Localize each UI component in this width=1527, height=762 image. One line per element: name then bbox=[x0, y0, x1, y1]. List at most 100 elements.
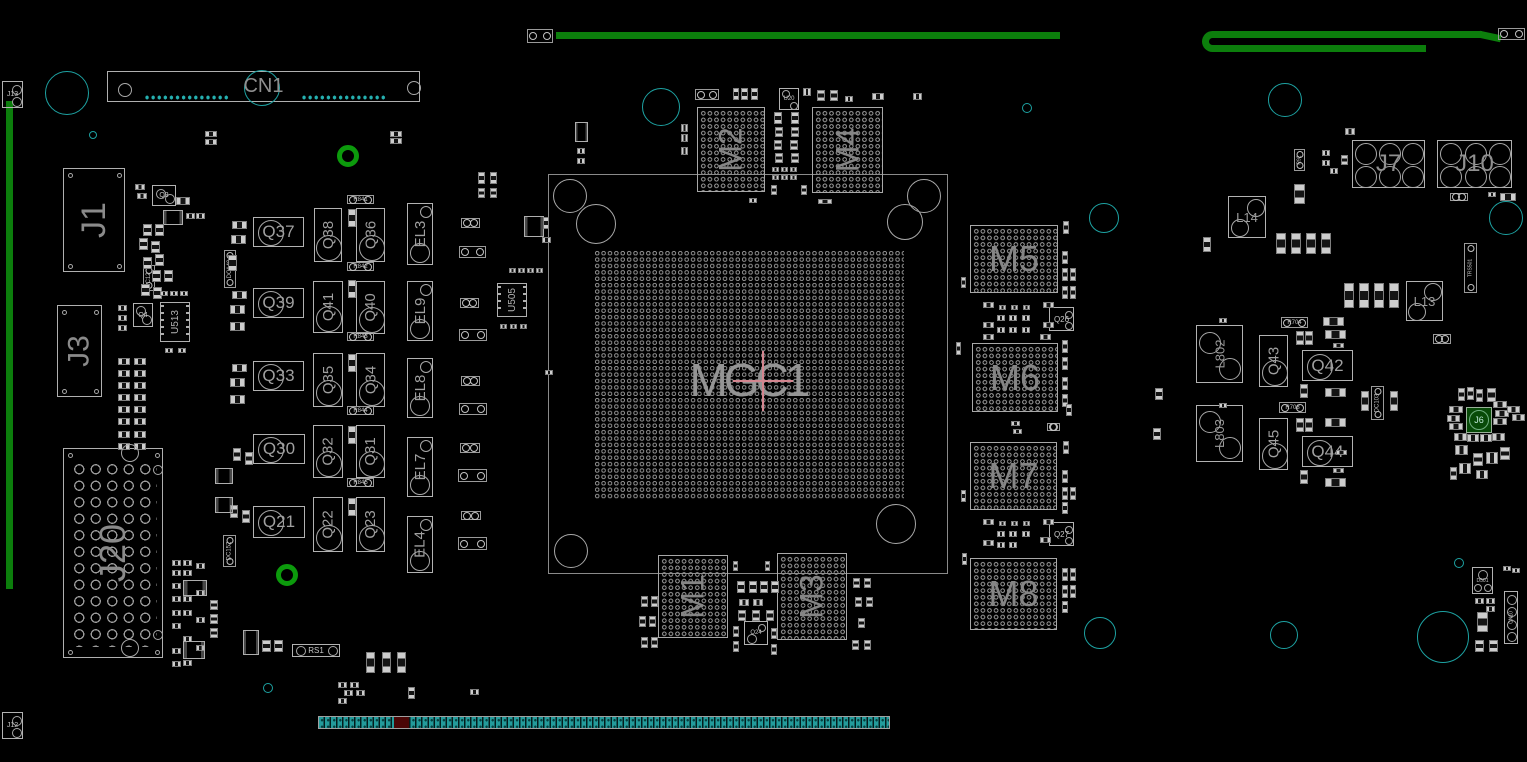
component-M6[interactable]: M6 bbox=[972, 343, 1058, 412]
pad-circle bbox=[407, 81, 421, 95]
component-CN10[interactable]: CN10 bbox=[1504, 591, 1518, 644]
component-J10[interactable]: J10 bbox=[1437, 140, 1512, 188]
smd-pad bbox=[118, 431, 130, 438]
component-Q43[interactable]: Q43 bbox=[1259, 335, 1288, 387]
smd-pad bbox=[183, 560, 192, 566]
smd-pad bbox=[518, 268, 525, 273]
component-J13[interactable]: J13 bbox=[2, 81, 23, 108]
module-ball-grid bbox=[661, 558, 727, 637]
smd-pad bbox=[1486, 452, 1498, 464]
smd-pad bbox=[845, 96, 853, 102]
smd-pad bbox=[790, 175, 797, 180]
component-M5[interactable]: M5 bbox=[970, 225, 1058, 293]
component-J20[interactable]: J20 bbox=[63, 448, 163, 658]
smd-pad bbox=[243, 630, 259, 655]
component-U505[interactable]: U505 bbox=[497, 283, 527, 317]
component-Q35[interactable]: Q35 bbox=[313, 353, 343, 407]
smd-pad bbox=[205, 131, 217, 137]
smd-pad bbox=[1062, 286, 1068, 299]
corner-pad bbox=[117, 173, 122, 178]
component-Q37[interactable]: Q37 bbox=[253, 217, 304, 247]
smd-pad bbox=[1449, 423, 1463, 430]
component-L802[interactable]: L802 bbox=[1196, 325, 1243, 383]
smd-pad bbox=[230, 505, 238, 518]
component-M1[interactable]: M1 bbox=[658, 555, 728, 638]
component-Q40[interactable]: Q40 bbox=[356, 281, 385, 334]
component-J7[interactable]: J7 bbox=[1352, 140, 1425, 188]
component-Q34[interactable]: Q34 bbox=[356, 353, 385, 407]
smd-pad bbox=[232, 221, 247, 229]
smd-pad bbox=[164, 270, 173, 282]
component-L803[interactable]: L803 bbox=[1196, 405, 1243, 462]
component-EL3[interactable]: EL3 bbox=[407, 203, 433, 265]
component-U513[interactable]: U513 bbox=[160, 302, 190, 342]
component-EL4[interactable]: EL4 bbox=[407, 516, 433, 573]
component-R841[interactable]: R841 bbox=[347, 195, 374, 204]
component-Q45[interactable]: Q45 bbox=[1259, 418, 1288, 470]
component-R843[interactable]: R843 bbox=[347, 332, 374, 341]
component-Q33[interactable]: Q33 bbox=[253, 361, 304, 391]
component-R845[interactable]: R845 bbox=[347, 478, 374, 487]
smd-pad bbox=[155, 224, 164, 236]
component-J6[interactable]: J6 bbox=[1466, 407, 1492, 433]
component-L14[interactable]: L14 bbox=[1228, 196, 1266, 238]
component-EL7[interactable]: EL7 bbox=[407, 437, 433, 497]
component-U20[interactable]: U20 bbox=[779, 88, 799, 110]
component-DC152[interactable]: DC152 bbox=[223, 535, 236, 567]
component-R704[interactable]: R704 bbox=[1281, 317, 1308, 328]
smd-pad bbox=[230, 322, 245, 331]
component-Q31[interactable]: Q31 bbox=[356, 425, 385, 478]
component-Q3[interactable]: Q3 bbox=[152, 185, 176, 206]
component-label: R841 bbox=[353, 196, 368, 203]
component-label: J6 bbox=[1474, 415, 1484, 425]
pad-circle bbox=[12, 716, 22, 726]
component-J12[interactable]: J12 bbox=[2, 712, 23, 739]
pad-circle bbox=[1440, 143, 1462, 165]
component-Q21[interactable]: Q21 bbox=[253, 506, 305, 538]
component-M2[interactable]: M2 bbox=[697, 107, 765, 192]
component-Q30[interactable]: Q30 bbox=[253, 434, 305, 464]
smd-pad bbox=[997, 315, 1005, 321]
smd-pad bbox=[183, 570, 192, 576]
edge-connector-strip bbox=[318, 716, 890, 729]
component-Q41[interactable]: Q41 bbox=[313, 281, 343, 333]
component-RS1[interactable]: RS1 bbox=[292, 644, 340, 657]
component-TRS501[interactable]: TRS501 bbox=[1464, 243, 1477, 293]
smd-pad bbox=[470, 689, 479, 695]
smd-pad bbox=[545, 370, 553, 375]
component-D501[interactable]: D501 bbox=[1472, 567, 1493, 594]
pad-circle bbox=[1489, 143, 1511, 165]
component-CN1[interactable]: CN1 bbox=[107, 70, 421, 106]
component-M3[interactable]: M3 bbox=[777, 553, 847, 640]
component-J3[interactable]: J3 bbox=[57, 305, 102, 397]
component-M8[interactable]: M8 bbox=[970, 558, 1057, 630]
component-Q39[interactable]: Q39 bbox=[253, 288, 304, 318]
smd-pad bbox=[1296, 331, 1304, 345]
component-M4[interactable]: M4 bbox=[812, 107, 883, 193]
component-L13[interactable]: L13 bbox=[1406, 281, 1443, 321]
component-Q42[interactable]: Q42 bbox=[1302, 350, 1353, 381]
component-R708[interactable]: R708 bbox=[1279, 402, 1306, 413]
component-Q27[interactable]: Q27 bbox=[1049, 522, 1074, 546]
component-Q38[interactable]: Q38 bbox=[314, 208, 342, 262]
component-Q32[interactable]: Q32 bbox=[313, 425, 343, 478]
component-M7[interactable]: M7 bbox=[970, 442, 1057, 510]
component-R92[interactable]: R92 bbox=[1294, 149, 1305, 171]
component-Q4[interactable]: Q4 bbox=[133, 303, 153, 327]
smd-pad bbox=[737, 581, 745, 593]
component-J1[interactable]: J1 bbox=[63, 168, 125, 272]
component-Q36[interactable]: Q36 bbox=[356, 208, 385, 262]
smd-pad bbox=[390, 131, 402, 137]
component-Q24[interactable]: Q24 bbox=[744, 621, 768, 645]
component-Q23[interactable]: Q23 bbox=[356, 497, 385, 552]
component-DC103[interactable]: DC103 bbox=[1371, 386, 1384, 420]
smd-pad bbox=[1219, 403, 1227, 408]
smd-pad bbox=[641, 596, 648, 607]
smd-pad bbox=[183, 610, 192, 616]
component-EL8[interactable]: EL8 bbox=[407, 358, 433, 418]
component-R844[interactable]: R844 bbox=[347, 406, 374, 415]
component-EL9[interactable]: EL9 bbox=[407, 281, 433, 341]
component-R842[interactable]: R842 bbox=[347, 262, 374, 271]
smd-pad bbox=[1062, 357, 1068, 370]
component-Q22[interactable]: Q22 bbox=[313, 497, 343, 552]
